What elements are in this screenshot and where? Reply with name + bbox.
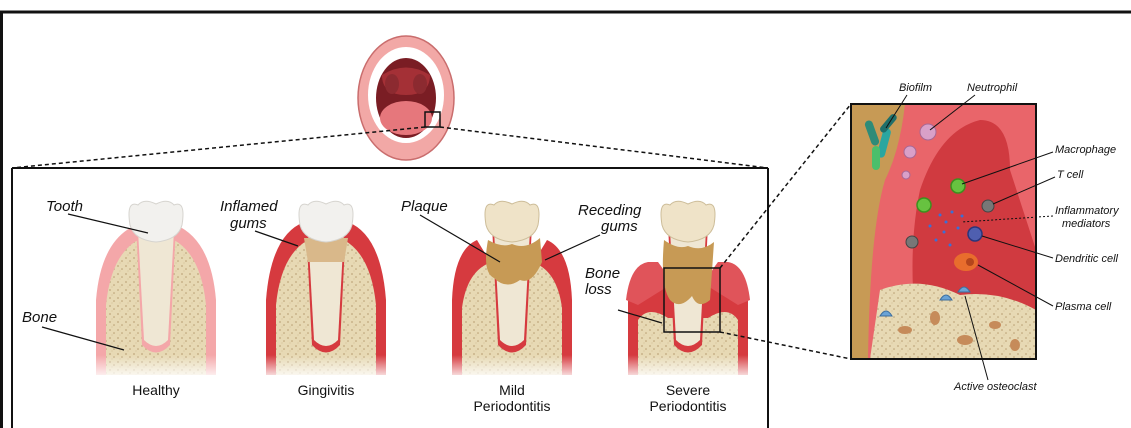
stage-name-severe-line2: Periodontitis	[649, 398, 726, 414]
label-plaque: Plaque	[401, 198, 448, 215]
stage-name-mild-line2: Periodontitis	[473, 398, 550, 414]
label-active-osteoclast: Active osteoclast	[953, 381, 1037, 393]
label-biofilm: Biofilm	[899, 82, 932, 94]
label-t-cell: T cell	[1057, 169, 1084, 181]
label-receding-line2: gums	[601, 218, 638, 235]
tooth-mild-periodontitis	[452, 201, 572, 375]
label-bone: Bone	[22, 309, 57, 326]
bottom-fade	[14, 355, 766, 380]
label-dendritic-cell: Dendritic cell	[1055, 253, 1119, 265]
label-bone-loss: Bone	[585, 265, 620, 282]
tooth-healthy	[96, 201, 216, 375]
dendritic-cell	[968, 227, 982, 241]
stage-names: Healthy Gingivitis Mild Periodontitis Se…	[132, 382, 726, 414]
label-tooth: Tooth	[46, 198, 83, 215]
inset-tissue-view	[851, 104, 1036, 359]
stage-name-healthy: Healthy	[132, 382, 179, 398]
stage-name-severe: Severe	[666, 382, 711, 398]
label-bone-loss-line2: loss	[585, 281, 612, 298]
tooth-severe-periodontitis	[626, 201, 750, 375]
label-inflammatory: Inflammatory	[1055, 205, 1120, 217]
label-macrophage: Macrophage	[1055, 144, 1116, 156]
stage-name-gingivitis: Gingivitis	[298, 382, 355, 398]
stage-name-mild: Mild	[499, 382, 525, 398]
label-inflamed: Inflamed	[220, 198, 278, 215]
label-receding: Receding	[578, 202, 642, 219]
label-inflammatory-line2: mediators	[1062, 218, 1111, 230]
label-neutrophil: Neutrophil	[967, 82, 1018, 94]
mouth-illustration	[358, 36, 454, 160]
label-inflamed-line2: gums	[230, 215, 267, 232]
label-plasma-cell: Plasma cell	[1055, 301, 1112, 313]
plasma-cell	[954, 253, 978, 271]
tooth-gingivitis	[266, 201, 386, 375]
